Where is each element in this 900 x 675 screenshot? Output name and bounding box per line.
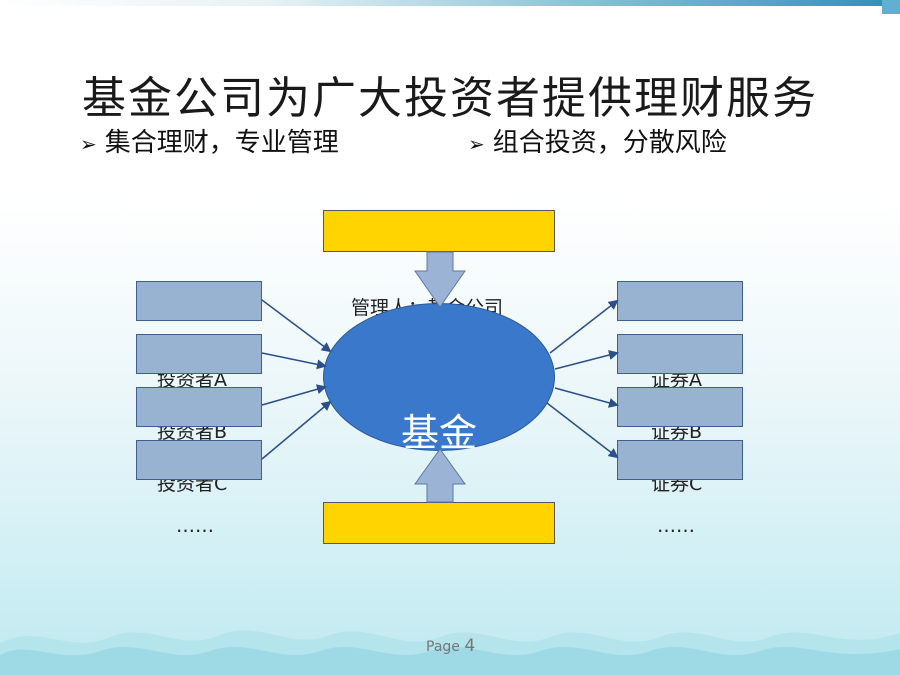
security-box-3	[617, 387, 743, 427]
bullet-text-2: 组合投资，分散风险	[492, 128, 727, 158]
security-box-2	[617, 334, 743, 374]
bullet-item-2: ➢ 组合投资，分散风险	[468, 122, 727, 159]
investor-box-3	[136, 387, 262, 427]
investor-connector-2	[261, 352, 327, 370]
down-block-arrow	[414, 251, 466, 308]
investor-label-a: 投资者A	[157, 369, 227, 391]
bullet-item-1: ➢ 集合理财，专业管理	[80, 122, 339, 159]
top-decorative-bar	[0, 0, 900, 6]
security-connector-4	[546, 402, 619, 459]
security-more: ……	[657, 515, 695, 537]
investor-box-1	[136, 281, 262, 321]
security-connector-3	[554, 387, 619, 408]
security-connector-1	[549, 299, 619, 354]
corner-tile	[882, 0, 900, 14]
wave-decoration	[0, 630, 900, 675]
security-connector-2	[554, 350, 619, 370]
fund-ellipse	[323, 303, 555, 451]
security-box-4	[617, 440, 743, 480]
investor-box-2	[136, 334, 262, 374]
fund-label: 基金	[400, 411, 477, 455]
investor-more: ……	[176, 515, 214, 537]
slide-title: 基金公司为广大投资者提供理财服务	[82, 73, 818, 124]
security-label-a: 证券A	[651, 369, 702, 391]
arrow-bullet-icon: ➢	[80, 132, 97, 156]
investor-connector-3	[261, 384, 327, 406]
investor-connector-4	[261, 400, 332, 460]
arrow-bullet-icon: ➢	[468, 132, 485, 156]
page-label: Page	[426, 639, 460, 655]
page-number-value: 4	[464, 636, 476, 656]
investor-connector-1	[261, 299, 332, 353]
up-block-arrow	[414, 448, 466, 503]
page-number: Page 4	[426, 636, 475, 656]
security-box-1	[617, 281, 743, 321]
bullet-text-1: 集合理财，专业管理	[104, 128, 339, 158]
investor-box-4	[136, 440, 262, 480]
